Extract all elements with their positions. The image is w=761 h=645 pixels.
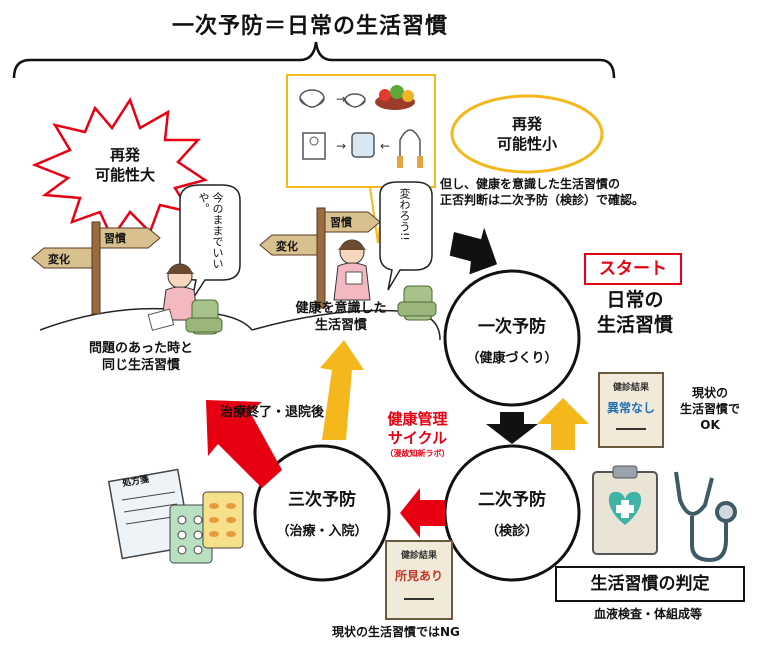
clipboard-icon bbox=[592, 465, 658, 555]
confirmation-note: 但し、健康を意識した生活習慣の 正否判断は二次予防（検診）で確認。 bbox=[440, 177, 645, 207]
arrow-red-diagonal bbox=[206, 400, 282, 488]
ng-text: 現状の生活習慣ではNG bbox=[332, 625, 460, 639]
top-brace bbox=[12, 41, 616, 79]
ellipse-shape bbox=[450, 94, 604, 174]
result-card-ok: 健診結果 異常なし bbox=[598, 372, 664, 448]
lifestyle-judgement-box: 生活習慣の判定 bbox=[555, 566, 745, 602]
scene-mid-caption: 健康を意識した 生活習慣 bbox=[295, 301, 387, 333]
arrow-red-left bbox=[400, 488, 445, 538]
waist-icon bbox=[351, 132, 375, 158]
signpost-left bbox=[31, 221, 161, 315]
chair-mid-icon bbox=[397, 285, 437, 321]
svg-text:→: → bbox=[336, 139, 346, 153]
arrow-black-down bbox=[486, 412, 538, 444]
signpost-left-bottom-label: 変化 bbox=[48, 253, 70, 266]
signpost-mid-top-label: 習慣 bbox=[330, 216, 352, 229]
scene-left-caption: 問題のあった時と 同じ生活習慣 bbox=[88, 341, 193, 373]
burst-shape bbox=[31, 97, 208, 241]
scale-icon bbox=[302, 132, 326, 160]
speech-mid-text: 変わろう!! bbox=[398, 188, 411, 241]
person-mid-icon bbox=[333, 239, 371, 301]
svg-text:→: → bbox=[336, 92, 346, 106]
secondary-prevention-label: 二次予防 （検診） bbox=[478, 490, 546, 539]
svg-text:←: ← bbox=[380, 139, 390, 153]
stethoscope-icon bbox=[674, 471, 737, 563]
ellipse-label: 再発 可能性小 bbox=[496, 115, 557, 153]
page-title: 一次予防＝日常の生活習慣 bbox=[171, 14, 448, 39]
pill-pack-green-icon bbox=[169, 504, 213, 564]
tertiary-prevention-label: 三次予防 （治療・入院） bbox=[276, 490, 368, 539]
burst-label: 再発 可能性大 bbox=[94, 146, 155, 184]
start-badge: スタート bbox=[584, 253, 682, 285]
chair-left-icon bbox=[185, 299, 223, 335]
circle-tertiary bbox=[253, 444, 391, 582]
daily-habit-label: 日常の 生活習慣 bbox=[596, 289, 673, 336]
arrow-yellow-up-mid bbox=[320, 340, 364, 440]
ok-text: 現状の 生活習慣で OK bbox=[679, 386, 740, 432]
person-left-icon bbox=[147, 263, 199, 331]
jump-rope-icon bbox=[399, 129, 421, 160]
signpost-mid bbox=[259, 207, 381, 309]
signpost-mid-bottom-label: 変化 bbox=[276, 240, 298, 253]
treatment-end-label: 治療終了・退院後 bbox=[220, 405, 325, 420]
arrow-black-to-primary bbox=[449, 227, 498, 275]
lifestyle-judgement-sub: 血液検査・体組成等 bbox=[593, 607, 702, 621]
cycle-label: 健康管理 サイクル （漫故知新ラボ） bbox=[385, 410, 450, 458]
speech-left-text: 今のままでいいや。 bbox=[197, 192, 224, 269]
ground-line-mid bbox=[251, 309, 441, 341]
circle-primary bbox=[443, 269, 581, 407]
result-card-ng: 健診結果 所見あり bbox=[385, 540, 453, 620]
signpost-left-top-label: 習慣 bbox=[104, 232, 126, 245]
arrow-yellow-up-right bbox=[537, 398, 589, 450]
pill-pack-yellow-icon bbox=[202, 491, 244, 549]
speech-bubble-mid bbox=[379, 181, 433, 291]
primary-prevention-label: 一次予防 （健康づくり） bbox=[466, 317, 558, 366]
